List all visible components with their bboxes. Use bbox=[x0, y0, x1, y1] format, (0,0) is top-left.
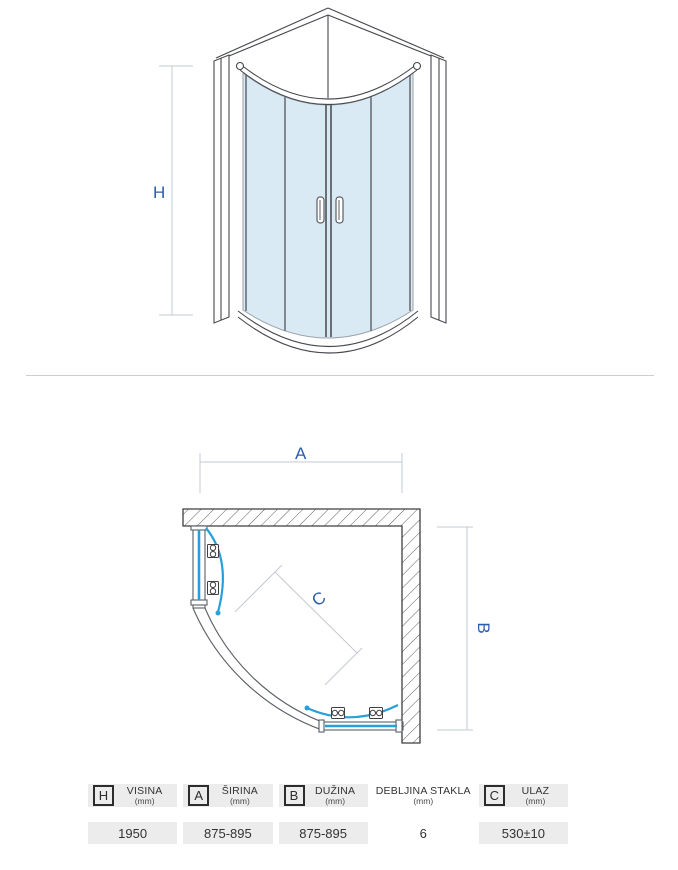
table-value-cell: 1950 bbox=[88, 822, 178, 844]
column-name: ŠIRINA bbox=[221, 784, 258, 797]
dim-letter-box: H bbox=[93, 785, 114, 806]
column-name: VISINA bbox=[126, 784, 163, 797]
plan-view-drawing: A B C bbox=[182, 444, 493, 744]
table-value-cell: 875-895 bbox=[183, 822, 273, 844]
dim-a-label: A bbox=[295, 444, 307, 463]
table-header-cell: C ULAZ (mm) bbox=[478, 784, 569, 807]
glass-panels bbox=[242, 71, 414, 339]
table-header-cell: H VISINA (mm) bbox=[88, 784, 178, 807]
table-header-cell: A ŠIRINA (mm) bbox=[183, 784, 273, 807]
roller-icon bbox=[207, 544, 219, 558]
dimension-b bbox=[437, 526, 473, 731]
column-unit: (mm) bbox=[134, 796, 155, 806]
left-door-knob bbox=[215, 610, 221, 616]
left-wall bbox=[213, 54, 230, 324]
walls-hatched bbox=[182, 508, 421, 744]
dimension-h bbox=[159, 65, 193, 316]
roller-icon bbox=[207, 581, 219, 595]
front-view-drawing: H bbox=[153, 7, 447, 354]
curved-track bbox=[192, 607, 323, 731]
table-header-cell: DEBLJINA STAKLA (mm) bbox=[373, 784, 473, 807]
dim-h-label: H bbox=[153, 183, 165, 202]
table-value-cell: 6 bbox=[373, 822, 473, 844]
bottom-door-knob bbox=[304, 705, 310, 711]
bottom-glass-door bbox=[306, 704, 399, 719]
spec-column-visina: H VISINA (mm) 1950 bbox=[88, 784, 178, 844]
roller-icon bbox=[331, 707, 345, 719]
dimension-c bbox=[234, 564, 363, 686]
spec-column-duzina: B DUŽINA (mm) 875-895 bbox=[278, 784, 368, 844]
spec-column-debljina-stakla: DEBLJINA STAKLA (mm) 6 bbox=[373, 784, 473, 844]
left-glass-door bbox=[205, 527, 224, 613]
column-name: DUŽINA bbox=[314, 784, 356, 797]
dim-letter-box: A bbox=[188, 785, 210, 806]
dim-c-label: C bbox=[308, 588, 329, 611]
section-divider bbox=[26, 375, 654, 376]
spec-column-sirina: A ŠIRINA (mm) 875-895 bbox=[183, 784, 273, 844]
table-header-cell: B DUŽINA (mm) bbox=[278, 784, 368, 807]
column-unit: (mm) bbox=[525, 796, 546, 806]
column-unit: (mm) bbox=[325, 796, 346, 806]
roller-icon bbox=[369, 707, 383, 719]
dim-letter-box: C bbox=[483, 785, 505, 806]
room-corner-edges bbox=[215, 7, 445, 98]
dim-letter-box: B bbox=[283, 785, 305, 806]
door-handles bbox=[316, 196, 344, 224]
right-wall bbox=[430, 54, 447, 324]
spec-column-ulaz: C ULAZ (mm) 530±10 bbox=[478, 784, 569, 844]
column-name: DEBLJINA STAKLA bbox=[375, 784, 471, 797]
spec-table: H VISINA (mm) 1950 A ŠIRINA (mm) 875-895… bbox=[88, 784, 569, 844]
column-name: ULAZ bbox=[521, 784, 550, 797]
dim-b-label: B bbox=[474, 622, 493, 633]
column-unit: (mm) bbox=[229, 796, 250, 806]
bottom-rail bbox=[237, 310, 419, 354]
dimension-a bbox=[199, 453, 403, 493]
top-rail bbox=[235, 61, 422, 105]
panel-mullions bbox=[245, 75, 411, 337]
column-unit: (mm) bbox=[413, 796, 434, 806]
table-value-cell: 875-895 bbox=[278, 822, 368, 844]
table-value-cell: 530±10 bbox=[478, 822, 569, 844]
